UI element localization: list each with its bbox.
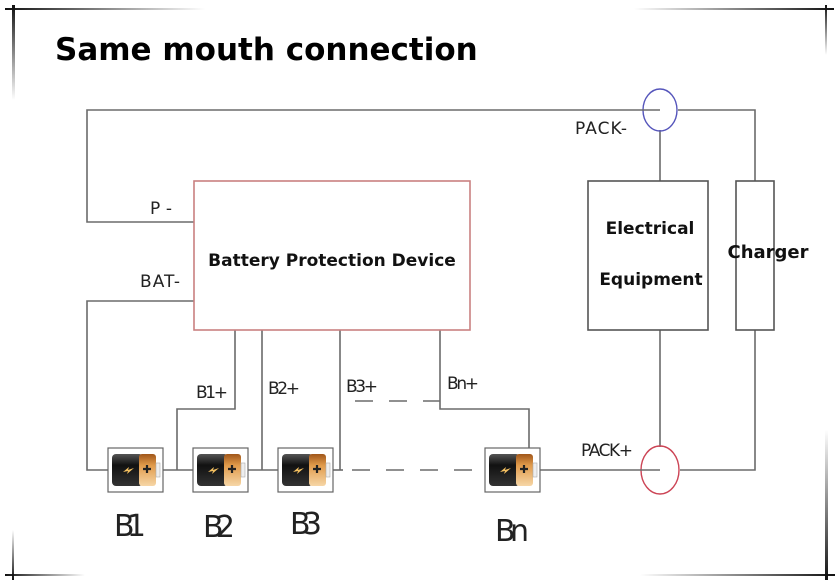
battery-icon [106, 446, 165, 494]
p-minus-label: P- [150, 199, 172, 219]
pack-minus-label: PACK- [575, 119, 627, 139]
wire-charger-top [678, 109, 756, 181]
battery-label-bn: Bn [495, 514, 529, 549]
battery-label-b2: B2 [203, 510, 235, 545]
tap-label-bn: Bn+ [447, 374, 479, 394]
charger-label: Charger [727, 242, 808, 263]
battery-b2: B2 [191, 446, 250, 545]
pack-plus-label: PACK+ [581, 441, 633, 461]
tap-label-b3: B3+ [346, 377, 378, 397]
tap-label-b1: B1+ [196, 383, 228, 403]
charger-box [735, 180, 775, 331]
battery-icon [276, 446, 335, 494]
wire-charger-bottom [680, 330, 756, 471]
electrical-equipment-label-1: Electrical [606, 219, 695, 239]
battery-protection-device [193, 180, 471, 331]
battery-b1: B1 [106, 446, 165, 544]
battery-label-b1: B1 [114, 509, 146, 544]
battery-label-b3: B3 [290, 507, 322, 542]
bat-minus-label: BAT- [140, 272, 180, 292]
battery-b3: B3 [276, 446, 335, 542]
frame-corners [5, 5, 835, 580]
electrical-equipment-label-2: Equipment [599, 270, 702, 290]
wire-p-minus [86, 109, 640, 223]
electrical-equipment-box [587, 180, 709, 331]
wire-tap-b1 [176, 330, 236, 470]
battery-bn: Bn [483, 446, 542, 549]
tap-label-b2: B2+ [268, 379, 300, 399]
battery-icon [191, 446, 250, 494]
device-label: Battery Protection Device [208, 251, 456, 271]
diagram-title: Same mouth connection [55, 32, 478, 68]
wire-bat-minus [86, 300, 194, 471]
wires [86, 109, 756, 471]
wire-tap-bn [439, 330, 530, 470]
battery-icon [483, 446, 542, 494]
